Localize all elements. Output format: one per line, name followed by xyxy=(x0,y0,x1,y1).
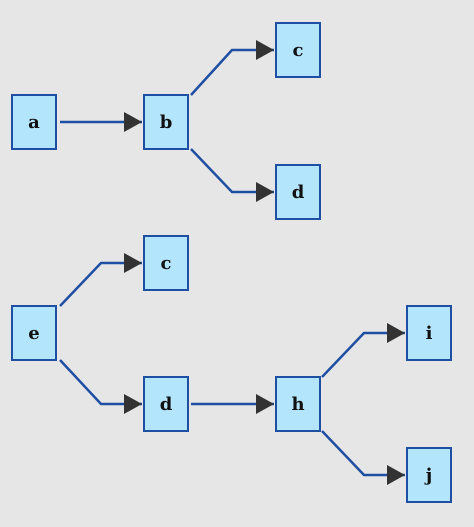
node-h[interactable]: h xyxy=(275,376,321,432)
node-c-second[interactable]: c xyxy=(143,235,189,291)
node-a-label: a xyxy=(28,111,40,133)
node-e[interactable]: e xyxy=(11,305,57,361)
arrowhead-to-c2 xyxy=(124,253,142,273)
node-a[interactable]: a xyxy=(11,94,57,150)
node-d-second[interactable]: d xyxy=(143,376,189,432)
node-b[interactable]: b xyxy=(143,94,189,150)
node-d-label: d xyxy=(291,181,305,203)
node-j[interactable]: j xyxy=(406,447,452,503)
arrowhead-to-h xyxy=(256,394,274,414)
node-i[interactable]: i xyxy=(406,305,452,361)
node-j-label: j xyxy=(425,464,433,486)
node-c-second-label: c xyxy=(160,252,172,274)
arrowhead-to-b xyxy=(124,112,142,132)
arrowhead-to-j xyxy=(387,465,405,485)
node-e-label: e xyxy=(28,322,40,344)
node-c[interactable]: c xyxy=(275,22,321,78)
arrowhead-to-i xyxy=(387,323,405,343)
node-d[interactable]: d xyxy=(275,164,321,220)
node-b-label: b xyxy=(159,111,173,133)
node-i-label: i xyxy=(425,322,433,344)
node-c-label: c xyxy=(292,39,304,61)
arrowhead-to-d2 xyxy=(124,394,142,414)
node-d-second-label: d xyxy=(159,393,173,415)
node-h-label: h xyxy=(291,393,305,415)
arrowhead-to-d xyxy=(256,182,274,202)
arrowhead-to-c xyxy=(256,40,274,60)
